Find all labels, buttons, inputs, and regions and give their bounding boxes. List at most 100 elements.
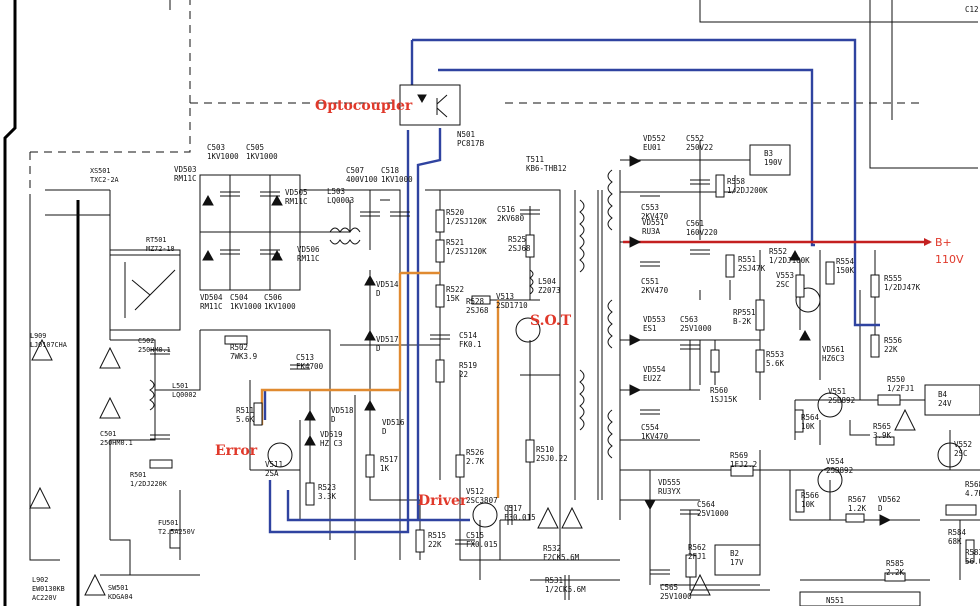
label-r558: R558 [727, 177, 746, 186]
label-rt501: RT501 [146, 236, 166, 244]
label-c513: C513 [296, 353, 314, 362]
label-c518-1: 1KV1000 [381, 175, 413, 184]
label-b2: B2 [730, 549, 739, 558]
label-sw501: SW501 [108, 584, 128, 592]
label-vd555: VD555 [658, 478, 681, 487]
label-r526: R526 [466, 448, 485, 457]
label-v512-1: 2SC3807 [466, 496, 498, 505]
label-r519-1: 22 [459, 370, 468, 379]
label-c12: C12 [965, 5, 979, 14]
annotation-sot: S.O.T [530, 313, 572, 329]
label-b4-1: 24V [938, 399, 952, 408]
label-b3-1: 190V [764, 158, 783, 167]
label-r532: R532 [543, 544, 561, 553]
label-c517-1: F30.015 [504, 513, 536, 522]
label-r515: R515 [428, 531, 446, 540]
label-l503-1: LQ0003 [327, 196, 354, 205]
label-r566: R566 [801, 491, 820, 500]
annotation-error: Error [215, 443, 258, 459]
label-r517: R517 [380, 455, 398, 464]
label-r568-1: 4.7K [965, 489, 980, 498]
label-v512: V512 [466, 487, 484, 496]
label-r532-1: F2CK5.6M [543, 553, 580, 562]
label-r556-1: 22K [884, 345, 898, 354]
label-r528-1: 2SJ68 [466, 306, 489, 315]
label-c507-1: 400V100 [346, 175, 378, 184]
label-vd553: VD553 [643, 315, 666, 324]
label-r569: R569 [730, 451, 748, 460]
label-r511: R511 [236, 406, 254, 415]
label-t511: T511 [526, 155, 544, 164]
annotation-bplus: B+ [935, 236, 952, 249]
label-l504-1: Z2073 [538, 286, 561, 295]
label-r551: R551 [738, 255, 756, 264]
label-r522: R522 [446, 285, 464, 294]
label-r531: R531 [545, 576, 563, 585]
label-vd505-1: RM11C [285, 197, 308, 206]
label-vd551: VD551 [642, 218, 665, 227]
label-r564-1: 10K [801, 422, 815, 431]
label-v554: V554 [826, 457, 845, 466]
label-v551: V551 [828, 387, 846, 396]
label-r553-1: 5.6K [766, 359, 785, 368]
label-vd517: VD517 [376, 335, 399, 344]
label-r567-1: 1.2K [848, 504, 867, 513]
label-r550-1: 1/2FJ1 [887, 384, 914, 393]
label-c561-1: 160V220 [686, 228, 718, 237]
label-c515-1: FX0.015 [466, 540, 498, 549]
label-l501: L501 [172, 382, 188, 390]
label-r554: R554 [836, 257, 855, 266]
label-vd518-1: D [331, 415, 336, 424]
label-c563-1: 25V1000 [680, 324, 712, 333]
label-vd516-1: D [382, 427, 387, 436]
label-vd551-1: RU3A [642, 227, 661, 236]
label-r502-1: 7WK3.9 [230, 352, 257, 361]
label-r502: R502 [230, 343, 248, 352]
label-c518: C518 [381, 166, 400, 175]
annotation-driver: Driver [418, 493, 468, 509]
label-c552: C552 [686, 134, 704, 143]
label-v552: V552 [954, 440, 972, 449]
label-vd561: VD561 [822, 345, 845, 354]
label-l909: L909 [30, 332, 46, 340]
label-l902: L902 [32, 576, 48, 584]
label-c505: C505 [246, 143, 264, 152]
label-c514-1: FK0.1 [459, 340, 482, 349]
label-xs501-1: TXC2-2A [90, 176, 119, 184]
label-c515: C515 [466, 531, 484, 540]
label-vd517-1: D [376, 344, 381, 353]
label-c551-1: 2KV470 [641, 286, 669, 295]
label-r562-1: 2FJ1 [688, 552, 706, 561]
label-vd514-1: D [376, 289, 381, 298]
label-r585: R585 [886, 559, 904, 568]
label-r583: R583 [965, 548, 980, 557]
label-vd562-1: D [878, 504, 883, 513]
label-r562: R562 [688, 543, 706, 552]
label-r510-1: 2SJ0.22 [536, 454, 568, 463]
label-r522-1: 15K [446, 294, 460, 303]
label-r552-1: 1/2DJ100K [769, 256, 810, 265]
label-vd519-1: HZ C3 [320, 439, 343, 448]
label-c505-1: 1KV1000 [246, 152, 278, 161]
label-c554: C554 [641, 423, 660, 432]
bplus-line [623, 238, 932, 246]
component-symbols [29, 84, 980, 606]
label-c553: C553 [641, 203, 659, 212]
feedback-path [263, 38, 880, 534]
label-l909-1: LJ0107CHA [30, 341, 67, 349]
label-c506-1: 1KV1000 [264, 302, 296, 311]
label-c565-1: 25V1000 [660, 592, 692, 601]
label-r560: R560 [710, 386, 729, 395]
label-c552-1: 250V22 [686, 143, 713, 152]
label-r565: R565 [873, 422, 891, 431]
label-n501: N501 [457, 130, 475, 139]
label-r511-1: 5.6K [236, 415, 255, 424]
label-n551: N551 [826, 596, 844, 605]
label-r520-1: 1/2SJ120K [446, 217, 487, 226]
label-c564-1: 25V1000 [697, 509, 729, 518]
label-c504: C504 [230, 293, 249, 302]
label-vd505: VD505 [285, 188, 308, 197]
label-rp551-1: B-2K [733, 317, 752, 326]
label-v513-1: 2SD1710 [496, 301, 528, 310]
